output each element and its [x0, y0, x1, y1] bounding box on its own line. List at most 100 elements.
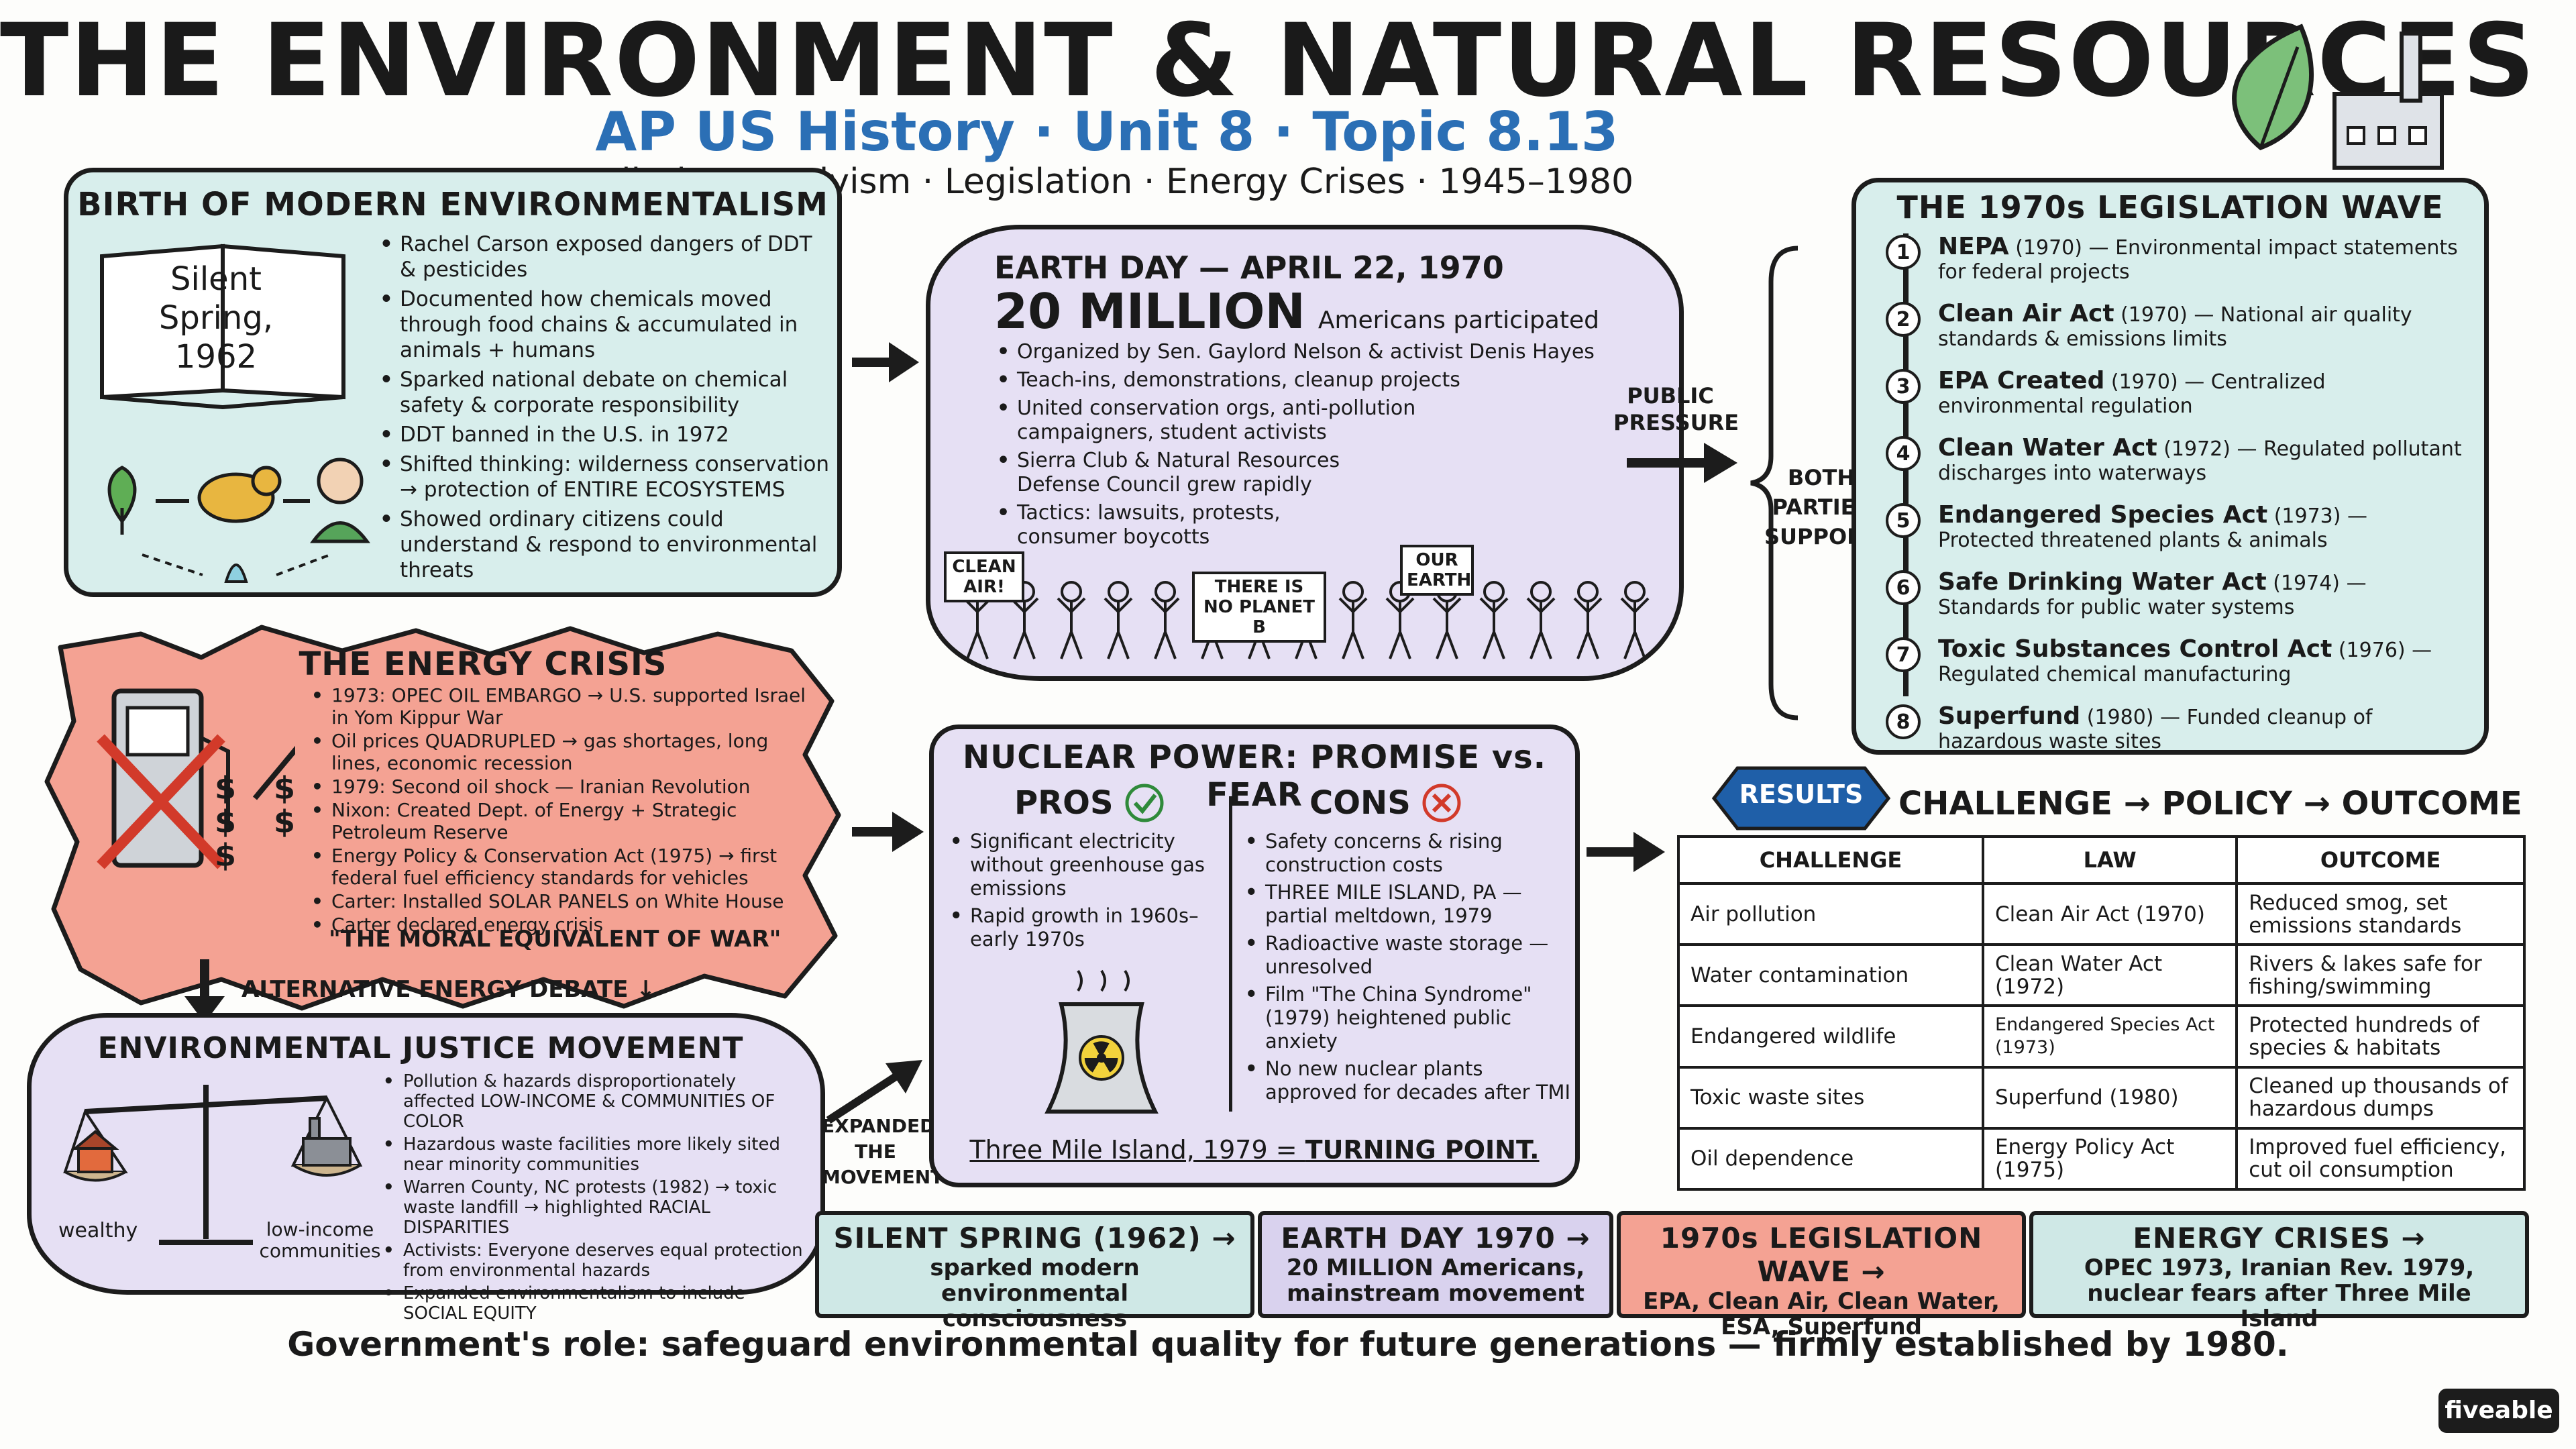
public-pressure-label: PUBLIC PRESSURE [1613, 383, 1739, 435]
earth-day-panel: EARTH DAY — APRIL 22, 1970 20 MILLION Am… [926, 225, 1684, 681]
list-item: Expanded environmentalism to include SOC… [380, 1283, 810, 1324]
protest-sign: THERE IS NO PLANET B [1192, 572, 1326, 643]
x-icon [1422, 784, 1461, 822]
pros-title: PROS [1014, 784, 1114, 822]
brace-icon [1750, 246, 1799, 720]
table-header: CHALLENGE [1677, 835, 1984, 885]
list-item: Rapid growth in 1960s–early 1970s [947, 904, 1216, 951]
list-item: Film "The China Syndrome" (1979) heighte… [1242, 983, 1571, 1053]
legislation-panel: THE 1970s LEGISLATION WAVE 1 NEPA (1970)… [1851, 178, 2489, 755]
list-item: Safety concerns & rising construction co… [1242, 830, 1571, 877]
page-title: THE ENVIRONMENT & NATURAL RESOURCES [0, 3, 2536, 119]
list-item: Energy Policy & Conservation Act (1975) … [309, 845, 818, 889]
check-icon [1125, 784, 1164, 822]
list-item: Teach-ins, demonstrations, cleanup proje… [994, 368, 1638, 392]
justice-title: ENVIRONMENTAL JUSTICE MOVEMENT [97, 1031, 744, 1065]
list-item: No new nuclear plants approved for decad… [1242, 1057, 1571, 1104]
summary-energy-crises: ENERGY CRISES → OPEC 1973, Iranian Rev. … [2029, 1211, 2529, 1332]
list-item: Hazardous waste facilities more likely s… [380, 1134, 810, 1175]
wealthy-label: wealthy [58, 1219, 138, 1242]
energy-bullets: 1973: OPEC OIL EMBARGO → U.S. supported … [309, 684, 818, 937]
list-item: THREE MILE ISLAND, PA — partial meltdown… [1242, 881, 1571, 928]
list-item: Warren County, NC protests (1982) → toxi… [380, 1177, 810, 1238]
list-item: Tactics: lawsuits, protests, consumer bo… [994, 501, 1370, 549]
earth-day-title: EARTH DAY — APRIL 22, 1970 [994, 250, 1504, 286]
scale-icon [63, 1085, 363, 1245]
birth-bullets: Rachel Carson exposed dangers of DDT & p… [377, 231, 833, 587]
list-item: Shifted thinking: wilderness conservatio… [377, 451, 833, 502]
list-item: Carter: Installed SOLAR PANELS on White … [309, 890, 818, 912]
brand-logo: fiveable [2438, 1389, 2559, 1433]
cooling-tower-icon [1044, 969, 1159, 1114]
justice-panel: ENVIRONMENTAL JUSTICE MOVEMENT wealthy l… [27, 1013, 825, 1324]
list-item: Significant electricity without greenhou… [947, 830, 1216, 900]
legislation-item: 2 Clean Air Act (1970) — National air qu… [1886, 302, 2476, 369]
list-item: 1973: OPEC OIL EMBARGO → U.S. supported … [309, 684, 818, 729]
arrow-icon [1587, 832, 1665, 872]
list-item: Radioactive waste storage — unresolved [1242, 932, 1571, 979]
list-item: Carter declared energy crisis [309, 914, 818, 936]
leaf-factory-icon [2232, 23, 2444, 170]
legislation-item: 5 Endangered Species Act (1973) — Protec… [1886, 503, 2476, 570]
bottom-line: Government's role: safeguard environment… [287, 1325, 2289, 1364]
legislation-list: 1 NEPA (1970) — Environmental impact sta… [1886, 235, 2476, 771]
list-item: 1979: Second oil shock — Iranian Revolut… [309, 775, 818, 798]
low-income-label: low-income communities [259, 1218, 381, 1262]
food-chain-icon [107, 458, 370, 583]
list-item: Sierra Club & Natural Resources Defense … [994, 449, 1424, 497]
nuclear-title: NUCLEAR POWER: PROMISE vs. FEAR [963, 739, 1546, 814]
legislation-item: 7 Toxic Substances Control Act (1976) — … [1886, 637, 2476, 704]
table-header: LAW [1981, 835, 2239, 885]
results-badge: RESULTS [1739, 780, 1864, 809]
legislation-item: 6 Safe Drinking Water Act (1974) — Stand… [1886, 570, 2476, 637]
summary-earth-day: EARTH DAY 1970 → 20 MILLION Americans, m… [1258, 1211, 1613, 1318]
list-item: United conservation orgs, anti-pollution… [994, 396, 1424, 445]
legislation-title: THE 1970s LEGISLATION WAVE [1896, 189, 2444, 225]
list-item: DDT banned in the U.S. in 1972 [377, 422, 833, 447]
expanded-label: EXPANDED THE MOVEMENT [822, 1115, 944, 1188]
list-item: Documented how chemicals moved through f… [377, 286, 833, 363]
list-item: Sparked national debate on chemical safe… [377, 367, 833, 418]
birth-title: BIRTH OF MODERN ENVIRONMENTALISM [77, 186, 828, 223]
earth-day-number: 20 MILLION [994, 283, 1305, 339]
energy-quote: "THE MORAL EQUIVALENT OF WAR" [329, 926, 782, 953]
cons-list: Safety concerns & rising construction co… [1242, 830, 1571, 1108]
list-item: Nixon: Created Dept. of Energy + Strateg… [309, 799, 818, 843]
turning-point: TURNING POINT. [1305, 1135, 1540, 1165]
pros-list: Significant electricity without greenhou… [947, 830, 1216, 955]
arrow-icon [852, 342, 919, 382]
summary-silent-spring: SILENT SPRING (1962) → sparked modern en… [815, 1211, 1254, 1332]
legislation-item: 8 Superfund (1980) — Funded cleanup of h… [1886, 704, 2476, 771]
justice-bullets: Pollution & hazards disproportionately a… [380, 1071, 810, 1326]
results-badge-shape [1711, 766, 1891, 830]
arrow-diagonal-icon [826, 1060, 922, 1124]
list-item: Oil prices QUADRUPLED → gas shortages, l… [309, 730, 818, 774]
summary-legislation: 1970s LEGISLATION WAVE → EPA, Clean Air,… [1617, 1211, 2026, 1340]
legislation-item: 3 EPA Created (1970) — Centralized envir… [1886, 369, 2476, 436]
list-item: Pollution & hazards disproportionately a… [380, 1071, 810, 1132]
nuclear-footer: Three Mile Island, 1979 = [969, 1135, 1305, 1165]
legislation-item: 1 NEPA (1970) — Environmental impact sta… [1886, 235, 2476, 302]
results-heading: CHALLENGE → POLICY → OUTCOME [1898, 785, 2522, 822]
arrow-icon [852, 812, 924, 852]
protest-sign: OUR EARTH [1400, 545, 1474, 596]
list-item: Showed ordinary citizens could understan… [377, 506, 833, 583]
table-header: OUTCOME [2235, 835, 2526, 885]
gas-pump-icon [97, 688, 295, 869]
earth-day-suffix: Americans participated [1318, 307, 1599, 334]
cons-title: CONS [1309, 784, 1411, 822]
legislation-item: 4 Clean Water Act (1972) — Regulated pol… [1886, 436, 2476, 503]
alt-energy-label: ALTERNATIVE ENERGY DEBATE ↓ [241, 976, 655, 1003]
energy-title: THE ENERGY CRISIS [299, 645, 667, 683]
arrow-down-icon [184, 959, 225, 1023]
earth-day-bullets: Organized by Sen. Gaylord Nelson & activ… [994, 340, 1638, 553]
dollar-signs: $ $ $ $ $ [215, 770, 296, 873]
